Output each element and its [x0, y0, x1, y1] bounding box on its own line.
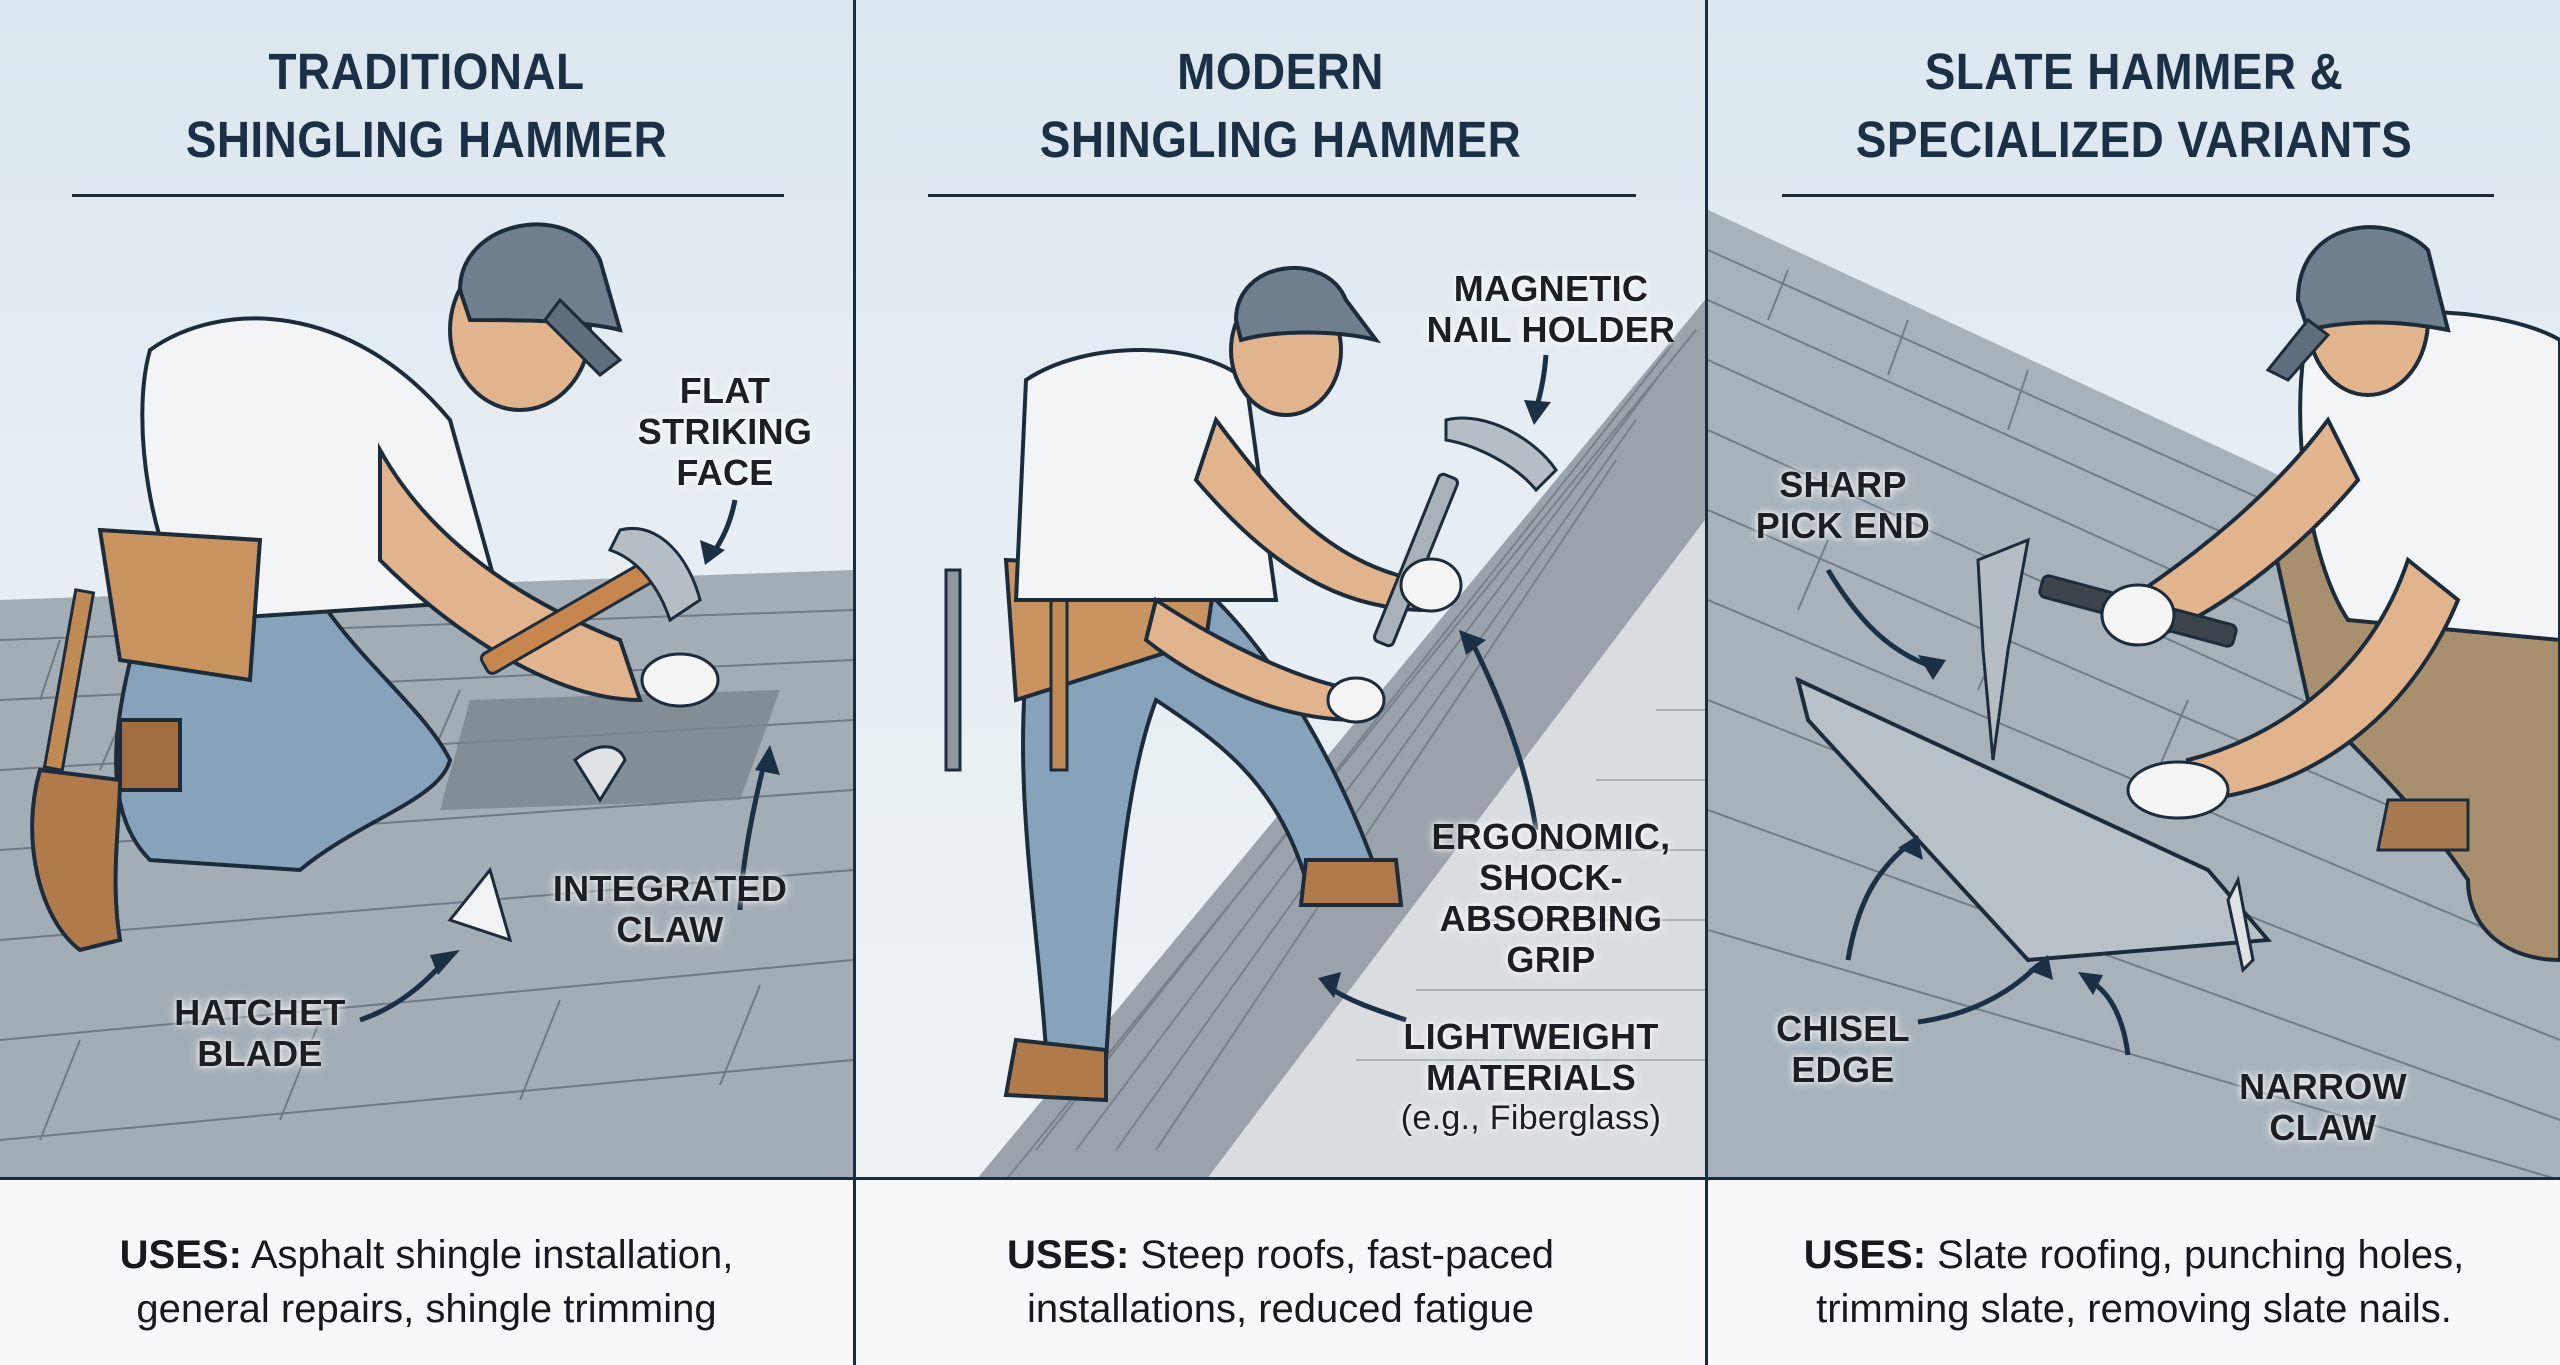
title-underline	[72, 194, 784, 197]
callout-integrated-claw: INTEGRATED CLAW	[552, 868, 788, 950]
panel-divider	[853, 0, 856, 1365]
title-underline	[928, 194, 1636, 197]
panel-modern-hammer: MODERN SHINGLING HAMMER MAGNETIC NAIL HO…	[856, 0, 1705, 1180]
title-underline	[1782, 194, 2494, 197]
callout-sharp-pick-end: SHARP PICK END	[1755, 464, 1931, 546]
panel-traditional-hammer: TRADITIONAL SHINGLING HAMMER FLAT STRIKI…	[0, 0, 853, 1180]
uses-slate: USES: Slate roofing, punching holes, tri…	[1803, 1233, 2465, 1331]
uses-traditional: USES: Asphalt shingle installation, gene…	[119, 1233, 734, 1331]
slate-roofer-illustration	[1708, 210, 2560, 1180]
modern-roofer-illustration	[944, 266, 1705, 1180]
callout-flat-striking-face: FLAT STRIKING FACE	[637, 370, 813, 493]
panel-slate-hammer: SLATE HAMMER & SPECIALIZED VARIANTS SHAR…	[1708, 0, 2560, 1180]
panel-title: TRADITIONAL SHINGLING HAMMER	[185, 43, 668, 168]
callout-lightweight-materials: LIGHTWEIGHT MATERIALS (e.g., Fiberglass)	[1400, 1016, 1662, 1137]
traditional-roofer-illustration	[0, 222, 853, 1180]
panel-divider	[1705, 0, 1708, 1365]
callout-ergonomic-grip: ERGONOMIC, SHOCK- ABSORBING GRIP	[1431, 816, 1671, 980]
uses-modern: USES: Steep roofs, fast-paced installati…	[1007, 1233, 1554, 1331]
callout-hatchet-blade: HATCHET BLADE	[174, 992, 346, 1074]
panel-title: MODERN SHINGLING HAMMER	[1039, 43, 1522, 168]
callout-chisel-edge: CHISEL EDGE	[1776, 1008, 1910, 1090]
callout-magnetic-nail-holder: MAGNETIC NAIL HOLDER	[1426, 268, 1676, 350]
callout-narrow-claw: NARROW CLAW	[2239, 1066, 2407, 1148]
panel-title: SLATE HAMMER & SPECIALIZED VARIANTS	[1855, 43, 2413, 168]
uses-divider	[0, 1177, 2560, 1180]
